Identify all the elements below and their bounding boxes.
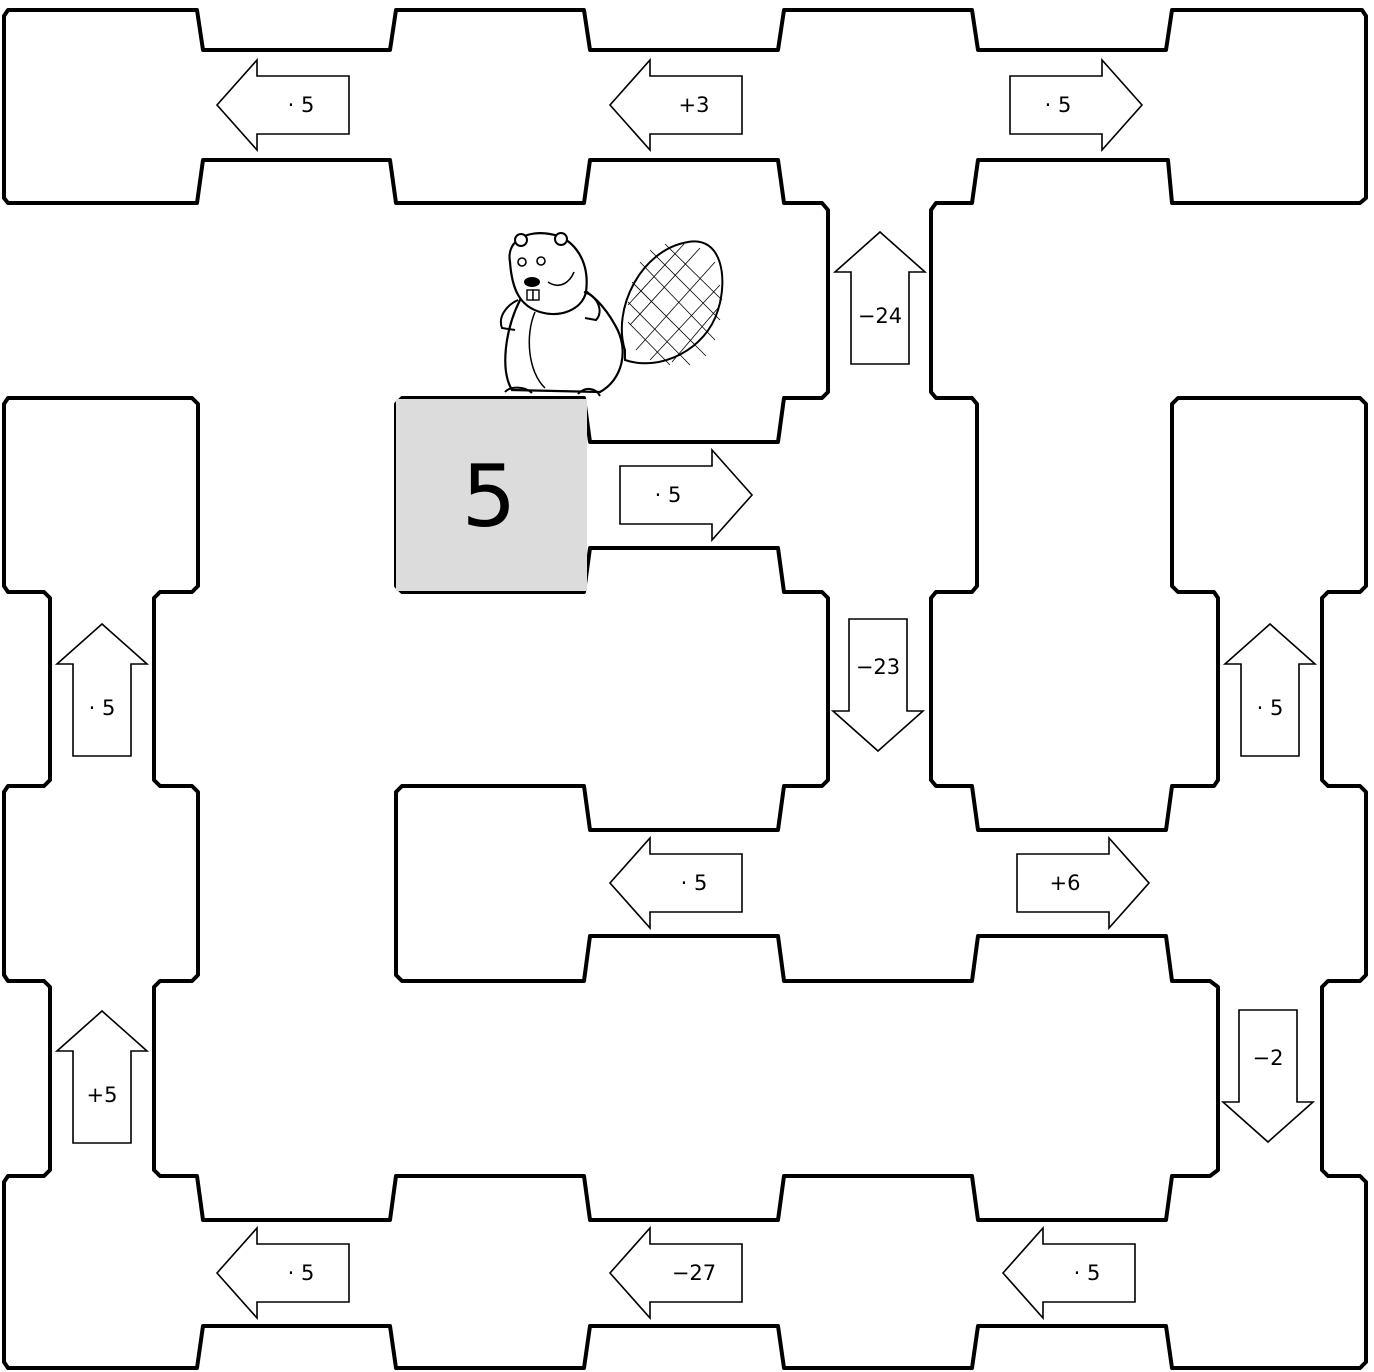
operation-label: · 5	[1257, 696, 1284, 720]
operation-label: +5	[87, 1083, 118, 1107]
operation-label: −2	[1253, 1046, 1284, 1070]
start-value: 5	[462, 447, 517, 547]
beaver-icon	[501, 233, 722, 396]
maze-cells	[4, 10, 1366, 1368]
operation-label: · 5	[288, 1261, 315, 1285]
operation-label: +3	[679, 93, 710, 117]
operation-label: · 5	[1045, 93, 1072, 117]
operation-label: −27	[672, 1261, 716, 1285]
operation-label: · 5	[288, 93, 315, 117]
maze-wall	[4, 10, 1366, 1368]
operation-label: · 5	[1074, 1261, 1101, 1285]
operation-label: · 5	[89, 696, 116, 720]
operation-label: +6	[1050, 871, 1081, 895]
operation-label: · 5	[655, 483, 682, 507]
operation-label: −24	[858, 304, 902, 328]
operation-label: · 5	[681, 871, 708, 895]
operation-label: −23	[856, 655, 900, 679]
